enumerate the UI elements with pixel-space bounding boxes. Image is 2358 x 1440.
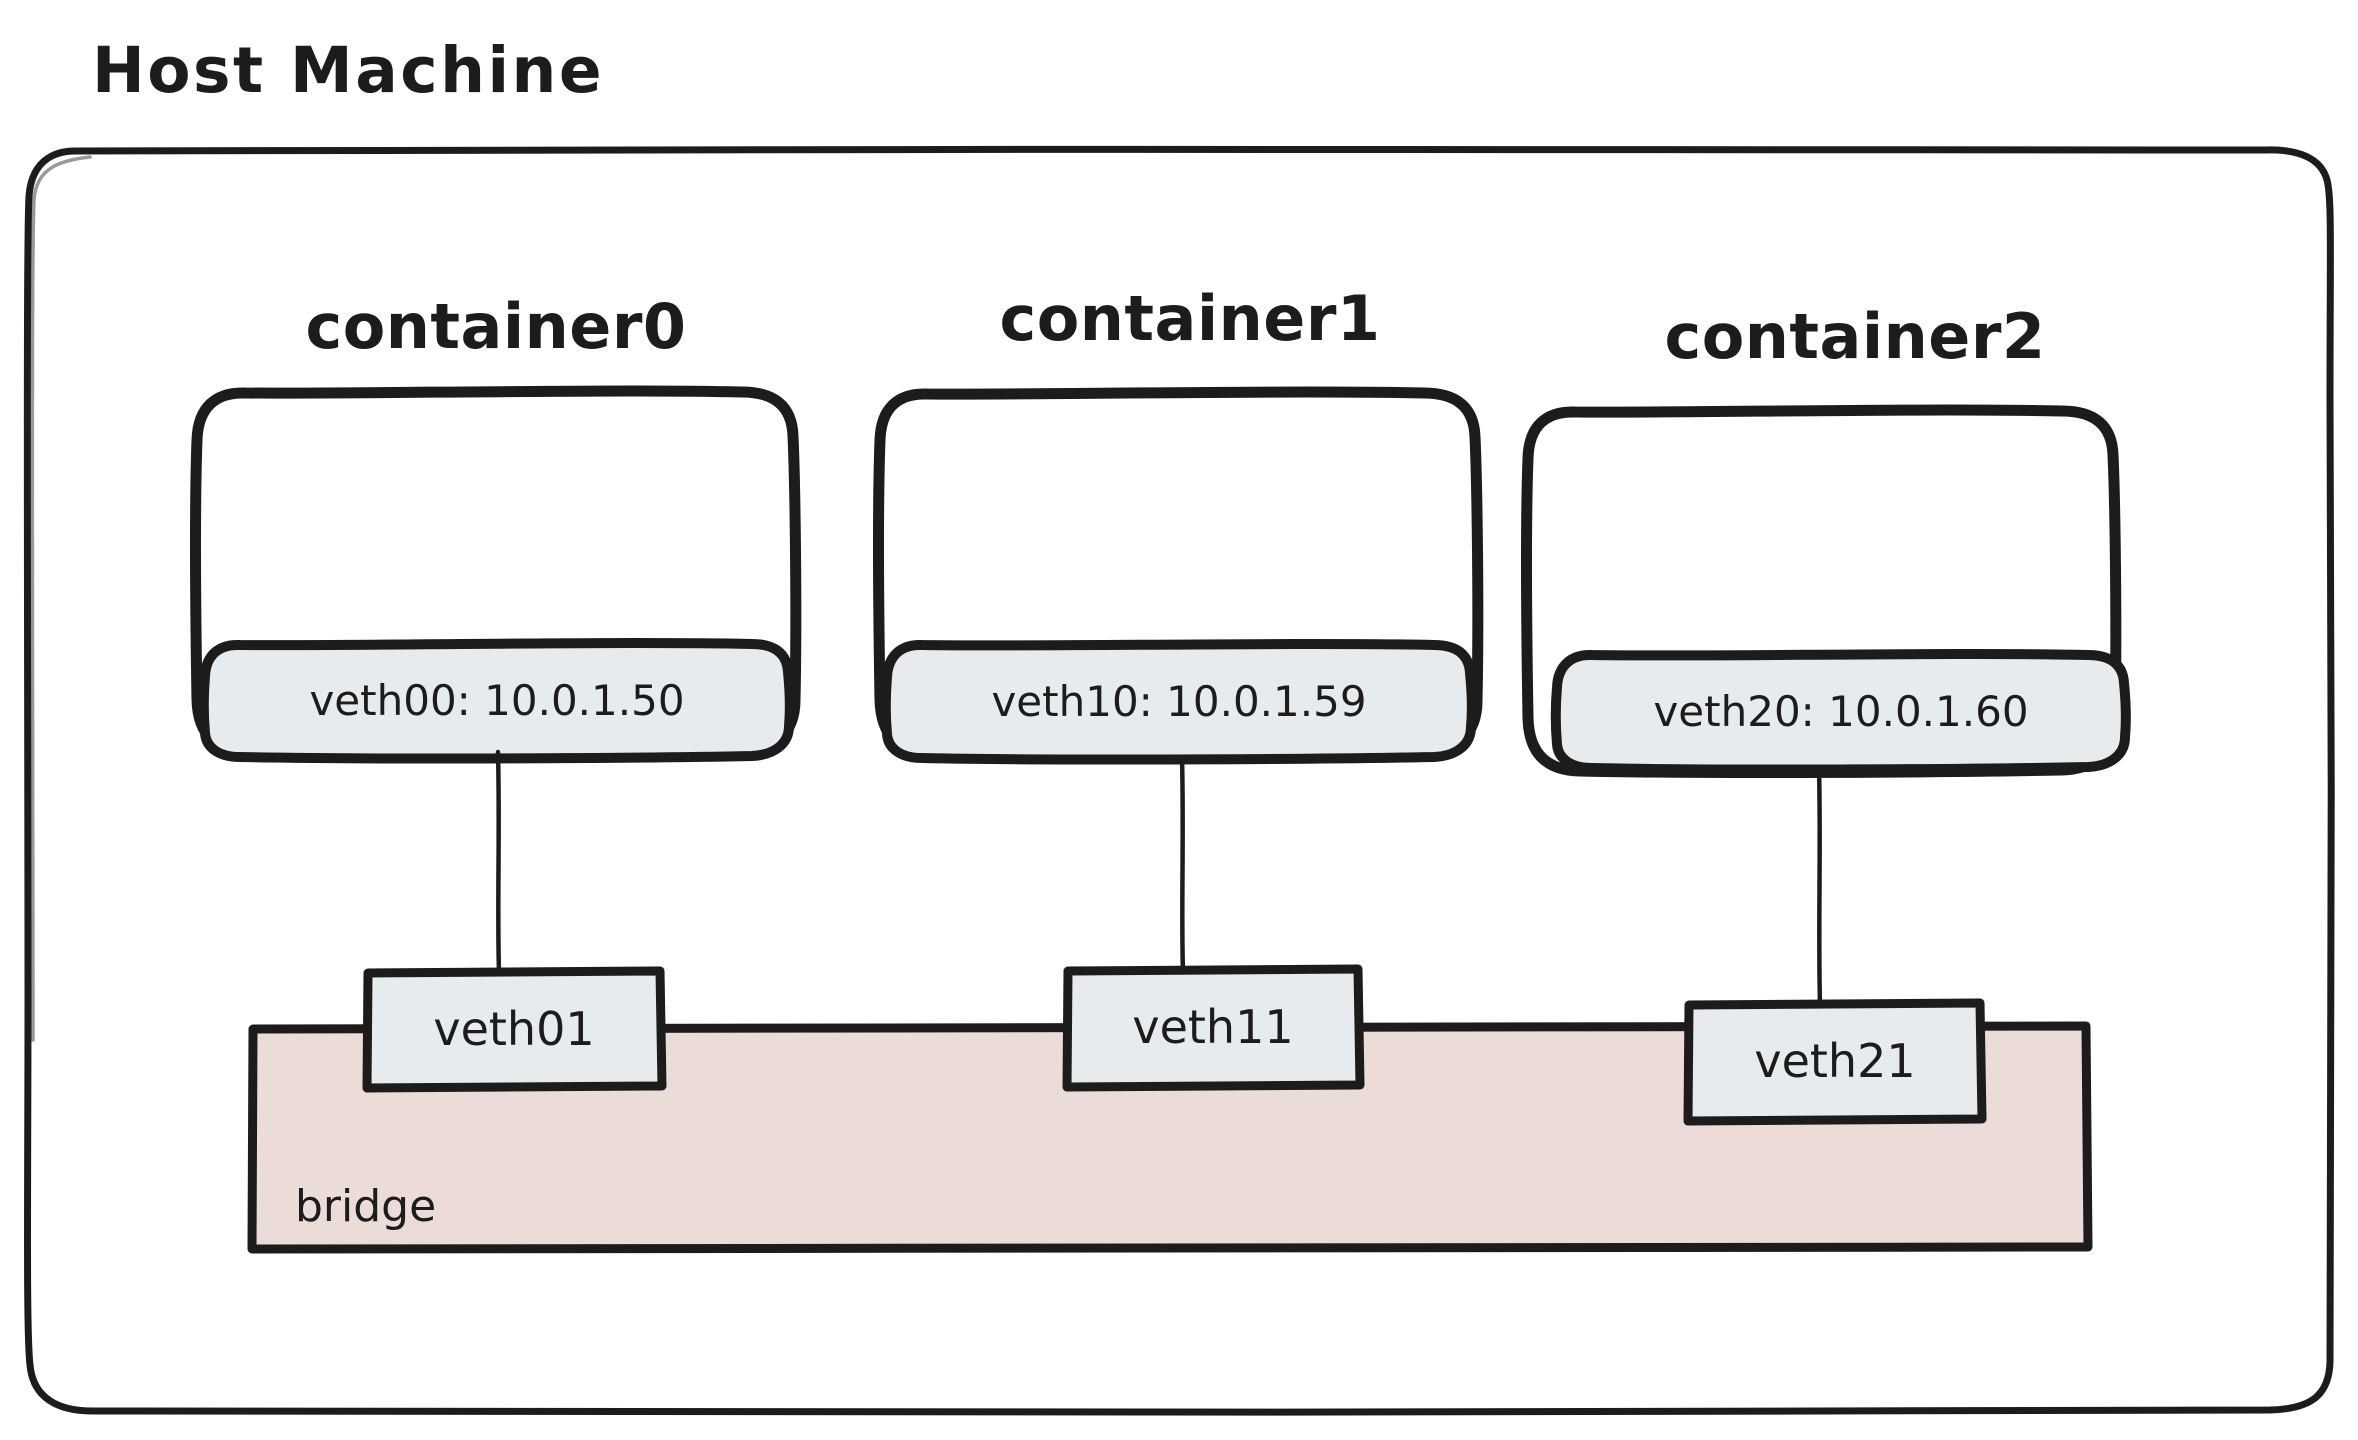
host-machine-frame	[23, 145, 2336, 1417]
container1-title: container1	[999, 282, 1380, 355]
container0-veth-label: veth00: 10.0.1.50	[309, 676, 684, 725]
container2-title: container2	[1664, 300, 2045, 373]
bridge-label: bridge	[295, 1181, 436, 1232]
container0-title: container0	[305, 290, 686, 363]
bridge-box: bridge	[247, 1021, 2093, 1254]
container2-veth-label: veth20: 10.0.1.60	[1653, 687, 2028, 736]
link-veth20-veth21	[1816, 765, 1823, 1008]
veth21-label: veth21	[1754, 1034, 1915, 1088]
veth01-label: veth01	[433, 1002, 594, 1056]
veth01-nic: veth01	[362, 966, 667, 1093]
link-veth10-veth11	[1179, 755, 1186, 975]
host-machine-title: Host Machine	[92, 34, 604, 107]
veth11-label: veth11	[1132, 1000, 1293, 1054]
container1-veth-label: veth10: 10.0.1.59	[991, 677, 1366, 726]
veth21-nic: veth21	[1683, 998, 1987, 1126]
container0-veth-pill: veth00: 10.0.1.50	[198, 638, 795, 764]
veth11-nic: veth11	[1062, 964, 1365, 1092]
link-veth00-veth01	[495, 749, 502, 975]
container2-veth-pill: veth20: 10.0.1.60	[1550, 649, 2131, 775]
container1-veth-pill: veth10: 10.0.1.59	[880, 639, 1477, 765]
